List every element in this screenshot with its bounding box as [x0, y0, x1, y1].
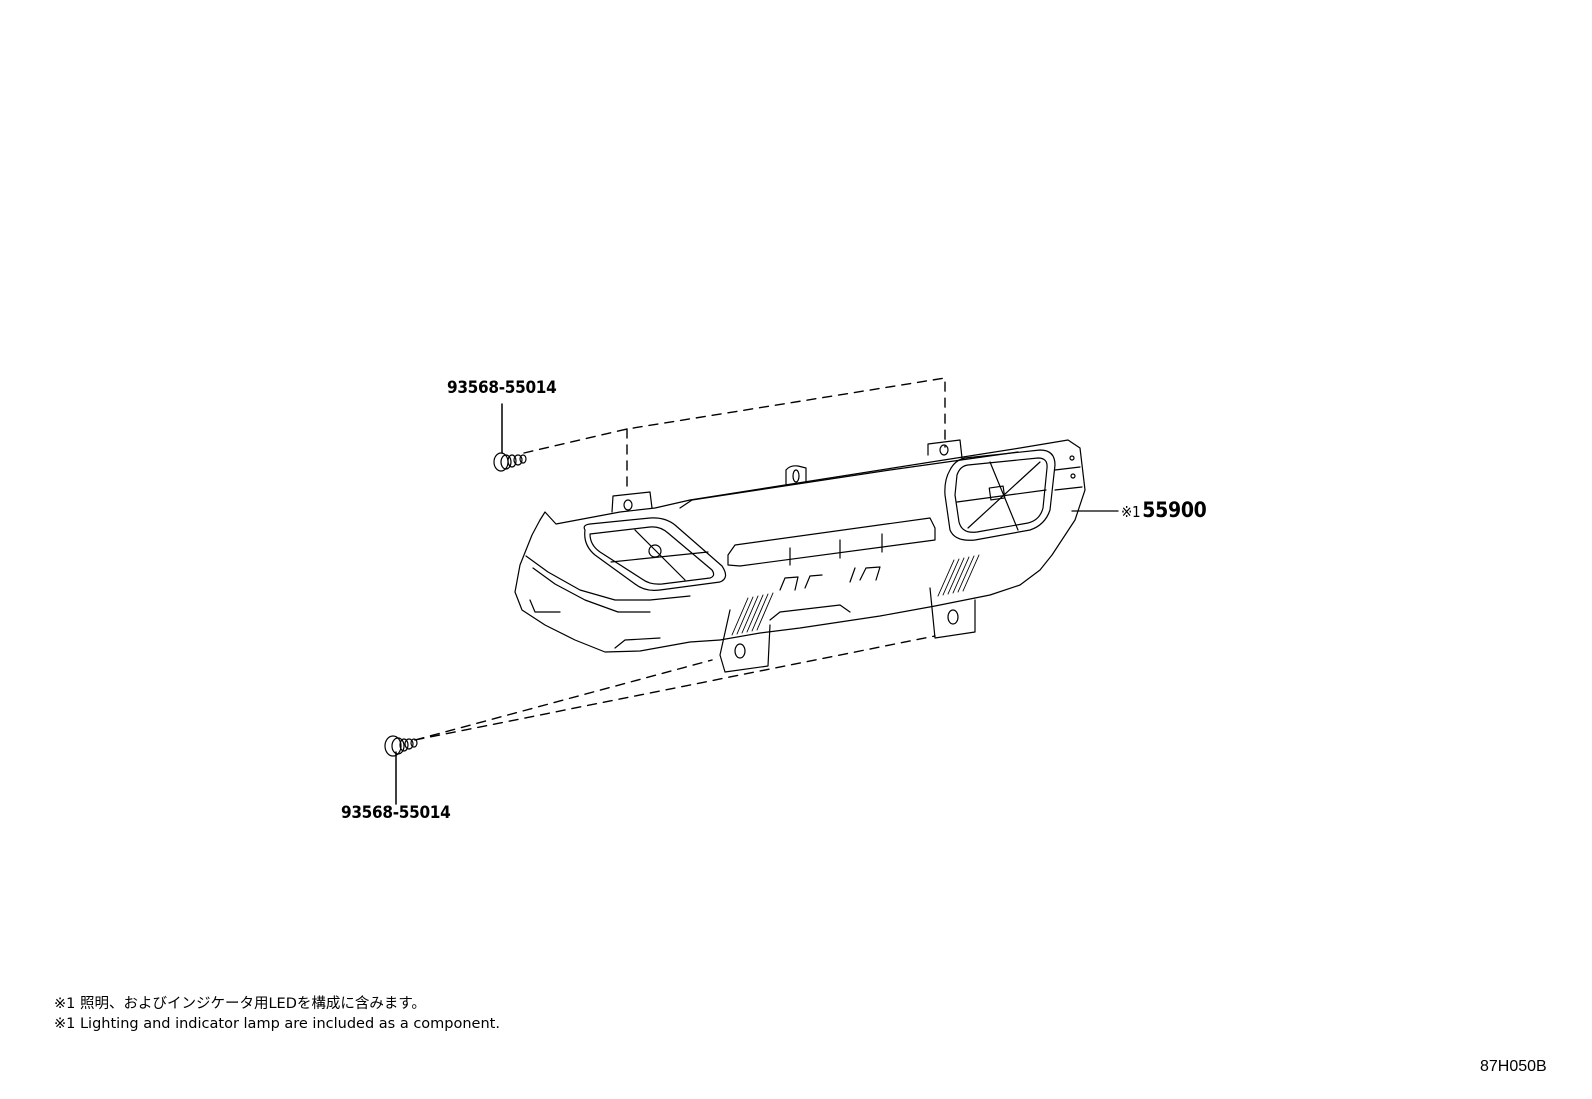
- part-number-screw-lower[interactable]: 93568-55014: [341, 803, 451, 823]
- note-mark: ※1: [1121, 503, 1141, 521]
- illustration-id: 87H050B: [1480, 1058, 1547, 1075]
- bracket-bottom-left: [719, 609, 771, 673]
- part-number-screw-upper[interactable]: 93568-55014: [447, 378, 557, 398]
- control-panel-assembly: [514, 439, 1086, 673]
- footnote-english: ※1 Lighting and indicator lamp are inclu…: [54, 1016, 500, 1032]
- part-number-main-assembly[interactable]: ※155900: [1121, 498, 1207, 522]
- bracket-top-center: [785, 465, 807, 486]
- bracket-top-right: [927, 439, 963, 459]
- screw-upper-icon: [493, 403, 527, 472]
- bracket-top-left: [611, 491, 653, 513]
- bracket-bottom-right: [929, 587, 976, 639]
- screw-lower-icon: [384, 735, 418, 805]
- part-number-55900[interactable]: 55900: [1142, 498, 1207, 522]
- footnote-japanese: ※1 照明、およびインジケータ用LEDを構成に含みます。: [54, 996, 426, 1012]
- assembly-lines: [414, 377, 946, 741]
